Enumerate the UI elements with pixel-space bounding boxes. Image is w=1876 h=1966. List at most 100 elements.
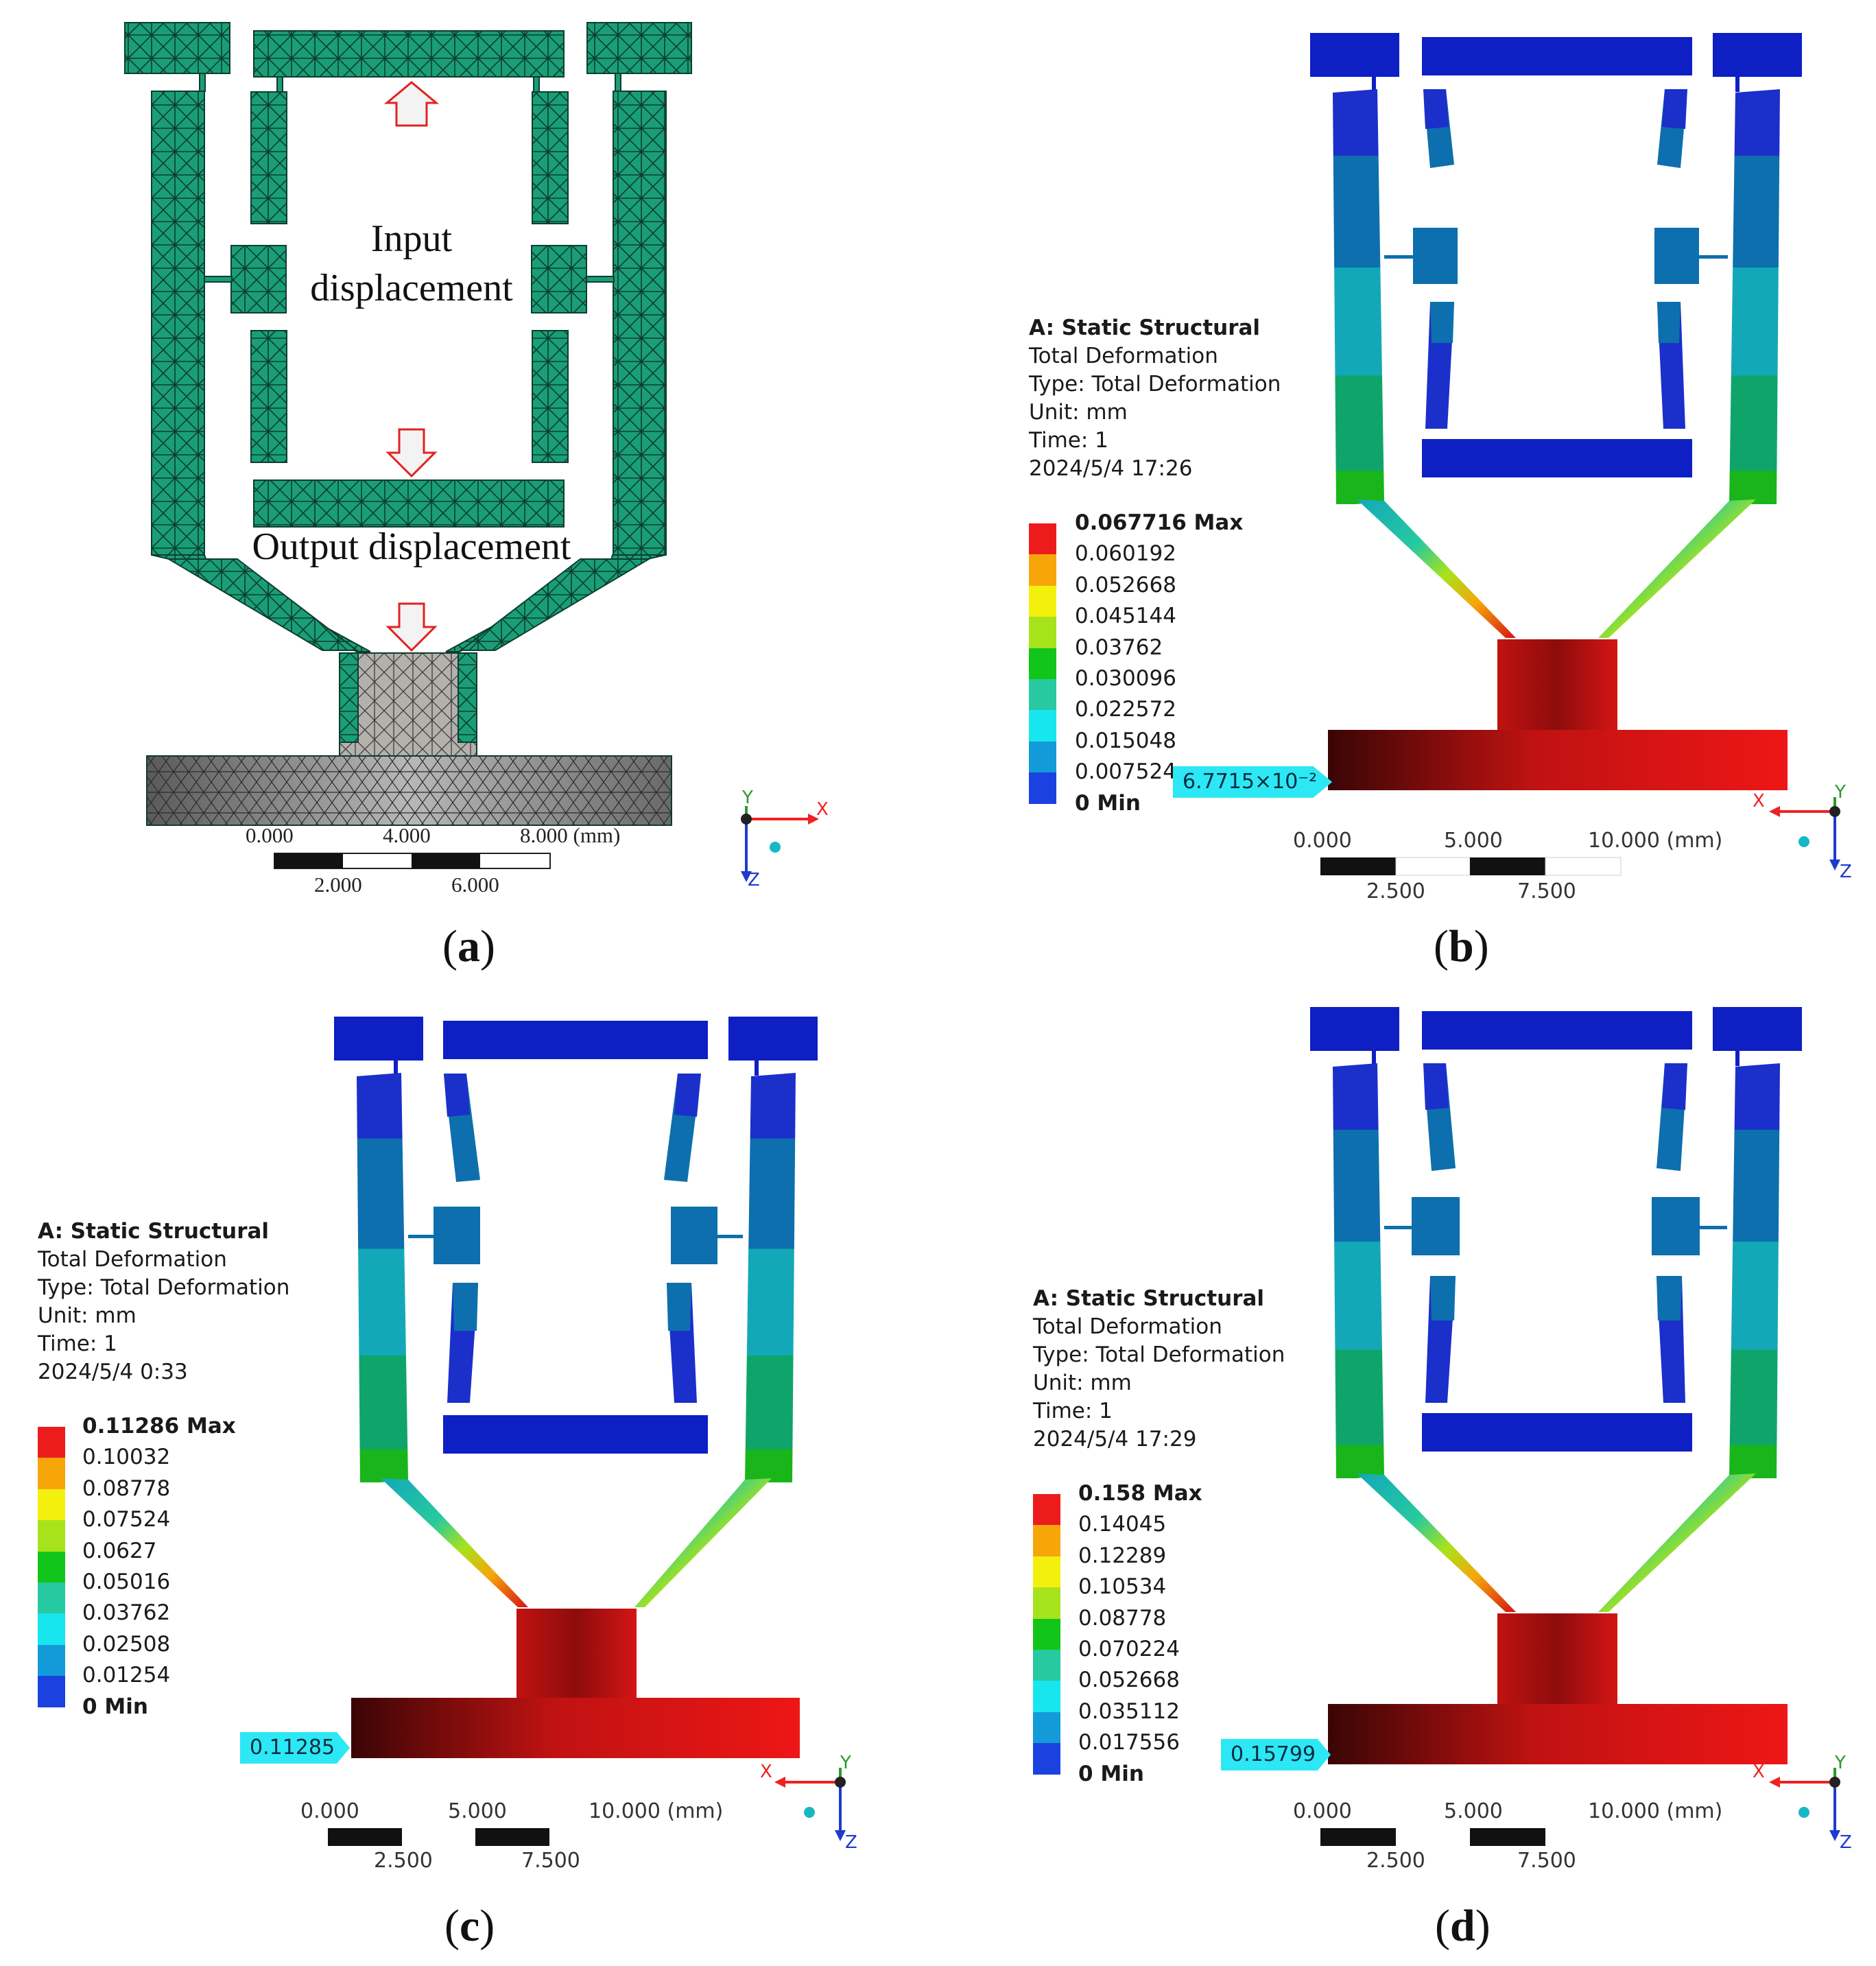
scale-label: 0.000 <box>300 1799 359 1823</box>
axis-z-label: Z <box>748 870 760 890</box>
axis-z-label: Z <box>845 1832 857 1853</box>
scale-label: 10.000 (mm) <box>589 1799 724 1823</box>
scale-swatch <box>1033 1525 1060 1556</box>
color-scale-bar <box>1033 1494 1060 1775</box>
scale-label-4: 4.000 <box>383 823 431 847</box>
axis-y-label: Y <box>742 787 753 808</box>
legend-line: Total Deformation <box>38 1247 227 1272</box>
scale-label: 5.000 <box>1444 1799 1503 1823</box>
probe-label: 6.7715×10⁻² <box>1173 766 1333 798</box>
scale-label: 10.000 (mm) <box>1588 1799 1723 1823</box>
legend-line: Type: Total Deformation <box>38 1275 290 1300</box>
scale-swatch <box>1029 554 1056 586</box>
scale-value: 0.03762 <box>82 1600 171 1626</box>
legend-line: Time: 1 <box>1029 428 1108 453</box>
scale-bar <box>328 1828 549 1846</box>
legend-line: Unit: mm <box>1033 1371 1132 1395</box>
legend-title: A: Static Structural <box>1033 1286 1265 1311</box>
axis-triad <box>1769 1768 1840 1841</box>
scale-label: 0.000 <box>1293 829 1352 853</box>
scale-swatch <box>1029 523 1056 555</box>
scale-label: 2.500 <box>374 1849 433 1873</box>
scale-swatch <box>1029 585 1056 617</box>
axis-triad <box>774 1768 846 1841</box>
down-arrow-icon <box>385 602 438 652</box>
axis-y-label: Y <box>840 1753 851 1773</box>
scale-swatch <box>38 1458 65 1489</box>
legend-line: Total Deformation <box>1033 1314 1222 1339</box>
caption-c: (c) <box>444 1901 495 1951</box>
panel-d: A: Static Structural Total Deformation T… <box>1008 991 1876 1904</box>
scale-max: 0.158 Max <box>1078 1481 1202 1506</box>
scale-value: 0.045144 <box>1075 604 1176 629</box>
axis-z-label: Z <box>1840 862 1852 882</box>
probe-label: 0.11285 <box>240 1732 351 1764</box>
probe-label: 0.15799 <box>1221 1739 1331 1770</box>
scale-label: 5.000 <box>1444 829 1503 853</box>
scale-value: 0.017556 <box>1078 1730 1180 1755</box>
legend-line: Unit: mm <box>1029 400 1128 425</box>
axis-x-label: X <box>1753 1762 1765 1782</box>
axis-x-label: X <box>1753 791 1765 812</box>
scale-max: 0.11286 Max <box>82 1414 236 1438</box>
scale-value: 0.007524 <box>1075 759 1176 785</box>
scale-value: 0.030096 <box>1075 665 1176 691</box>
scale-swatch <box>38 1427 65 1458</box>
legend-line: 2024/5/4 0:33 <box>38 1360 188 1384</box>
legend-line: Type: Total Deformation <box>1033 1342 1285 1367</box>
deformation-model <box>1310 33 1840 876</box>
scale-label-2: 2.000 <box>314 873 362 897</box>
axis-triad <box>741 806 819 882</box>
scale-min: 0 Min <box>1075 790 1141 816</box>
scale-value: 0.052668 <box>1075 572 1176 597</box>
legend-line: Unit: mm <box>38 1303 136 1328</box>
scale-value: 0.10032 <box>82 1445 171 1470</box>
scale-label: 2.500 <box>1366 879 1425 903</box>
deformation-model <box>1310 1007 1840 1846</box>
caption-d: (d) <box>1435 1901 1491 1951</box>
scale-bar <box>1320 1828 1545 1846</box>
scale-value: 0.052668 <box>1078 1668 1180 1693</box>
scale-value: 0.015048 <box>1075 728 1176 753</box>
scale-swatch <box>1029 710 1056 742</box>
scale-value: 0.14045 <box>1078 1512 1167 1537</box>
scale-swatch <box>38 1644 65 1677</box>
scale-swatch <box>38 1676 65 1707</box>
scale-label: 7.500 <box>1517 879 1576 903</box>
result-legend: A: Static Structural Total Deformation T… <box>38 1218 289 1386</box>
scale-swatch <box>38 1551 65 1583</box>
scale-min: 0 Min <box>82 1694 148 1719</box>
scale-swatch <box>38 1489 65 1521</box>
scale-label-8: 8.000 (mm) <box>520 823 621 847</box>
scale-swatch <box>38 1520 65 1552</box>
color-scale-bar <box>38 1427 65 1707</box>
legend-line: 2024/5/4 17:26 <box>1029 456 1193 481</box>
scale-value: 0.07524 <box>82 1507 171 1532</box>
color-scale-bar <box>1029 523 1056 804</box>
legend-line: Time: 1 <box>38 1331 117 1356</box>
scale-swatch <box>1033 1712 1060 1744</box>
down-arrow-icon <box>385 428 438 478</box>
legend-title: A: Static Structural <box>38 1219 270 1244</box>
caption-a: (a) <box>442 921 495 971</box>
scale-swatch <box>38 1582 65 1614</box>
axis-x-label: X <box>816 799 829 820</box>
scale-swatch <box>1033 1649 1060 1681</box>
legend-line: Time: 1 <box>1033 1399 1113 1423</box>
scale-label: 10.000 (mm) <box>1588 829 1723 853</box>
axis-y-label: Y <box>1835 1753 1846 1773</box>
scale-value: 0.0627 <box>82 1538 157 1563</box>
color-scale-labels: 0.067716 Max 0.060192 0.052668 0.045144 … <box>1075 508 1243 819</box>
scale-value: 0.01254 <box>82 1663 171 1688</box>
scale-label: 2.500 <box>1366 1849 1425 1873</box>
scale-value: 0.10534 <box>1078 1574 1167 1600</box>
axis-x-label: X <box>760 1762 772 1782</box>
legend-line: 2024/5/4 17:29 <box>1033 1427 1197 1452</box>
scale-swatch <box>1029 648 1056 679</box>
scale-label-0: 0.000 <box>246 823 294 847</box>
scale-label: 7.500 <box>1517 1849 1576 1873</box>
result-legend: A: Static Structural Total Deformation T… <box>1029 314 1281 483</box>
scale-label: 5.000 <box>448 1799 507 1823</box>
output-label: Output displacement <box>252 525 571 568</box>
axis-z-label: Z <box>1840 1832 1852 1853</box>
